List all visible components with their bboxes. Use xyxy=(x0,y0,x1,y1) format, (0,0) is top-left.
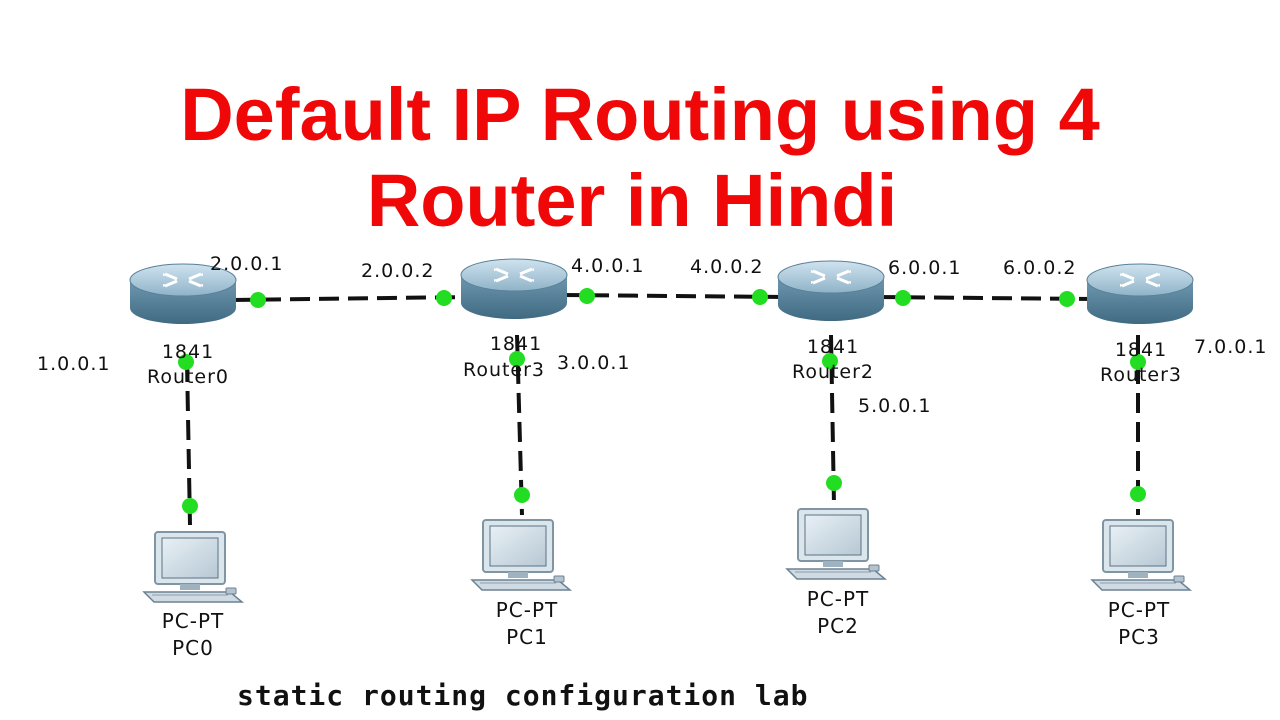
pc-type-label: PC-PT xyxy=(1107,598,1171,622)
pc-icon[interactable] xyxy=(471,519,571,591)
page-title-line2: Router in Hindi xyxy=(366,159,898,242)
port-status-dot xyxy=(1130,486,1146,502)
pc-name-label: PC1 xyxy=(506,625,548,649)
pc-type-label: PC-PT xyxy=(495,598,559,622)
port-status-dot xyxy=(822,353,838,369)
port-status-dot xyxy=(509,351,525,367)
port-status-dot xyxy=(178,354,194,370)
router-name-label: Router3 xyxy=(462,359,546,381)
port-status-dot xyxy=(752,289,768,305)
ip-label: 3.0.0.1 xyxy=(557,352,631,374)
port-status-dot xyxy=(250,292,266,308)
router-icon[interactable] xyxy=(1085,262,1195,326)
pc-name-label: PC2 xyxy=(817,614,859,638)
router-model-label: 1841 xyxy=(1114,339,1168,361)
pc-icon[interactable] xyxy=(1091,519,1191,591)
ip-label: 4.0.0.1 xyxy=(571,255,645,277)
pc-name-label: PC0 xyxy=(172,636,214,660)
router-model-label: 1841 xyxy=(489,333,543,355)
port-status-dot xyxy=(514,487,530,503)
page-title-line1: Default IP Routing using 4 xyxy=(180,73,1100,156)
router-model-label: 1841 xyxy=(806,336,860,358)
router-model-label: 1841 xyxy=(161,341,215,363)
port-status-dot xyxy=(436,290,452,306)
port-status-dot xyxy=(1059,291,1075,307)
link-router0-router1 xyxy=(231,295,471,302)
router-name-label: Router0 xyxy=(146,366,230,388)
port-status-dot xyxy=(895,290,911,306)
port-status-dot xyxy=(579,288,595,304)
lab-caption: static routing configuration lab xyxy=(237,679,809,712)
port-status-dot xyxy=(826,475,842,491)
router-icon[interactable] xyxy=(459,257,569,321)
port-status-dot xyxy=(182,498,198,514)
ip-label: 6.0.0.1 xyxy=(888,257,962,279)
pc-type-label: PC-PT xyxy=(161,609,225,633)
ip-label: 1.0.0.1 xyxy=(37,353,111,375)
pc-icon[interactable] xyxy=(143,531,243,603)
ip-label: 6.0.0.2 xyxy=(1003,257,1077,279)
router-icon[interactable] xyxy=(776,259,886,323)
pc-name-label: PC3 xyxy=(1118,625,1160,649)
pc-type-label: PC-PT xyxy=(806,587,870,611)
ip-label: 2.0.0.2 xyxy=(361,260,435,282)
pc-icon[interactable] xyxy=(786,508,886,580)
ip-label: 7.0.0.1 xyxy=(1194,336,1268,358)
link-router2-router3 xyxy=(875,295,1095,301)
ip-label: 5.0.0.1 xyxy=(858,395,932,417)
router-name-label: Router2 xyxy=(791,361,875,383)
link-router1-router2 xyxy=(559,293,787,299)
ip-label: 2.0.0.1 xyxy=(210,253,284,275)
router-name-label: Router3 xyxy=(1099,364,1183,386)
port-status-dot xyxy=(1130,354,1146,370)
ip-label: 4.0.0.2 xyxy=(690,256,764,278)
link-router0-pc0 xyxy=(185,361,192,526)
